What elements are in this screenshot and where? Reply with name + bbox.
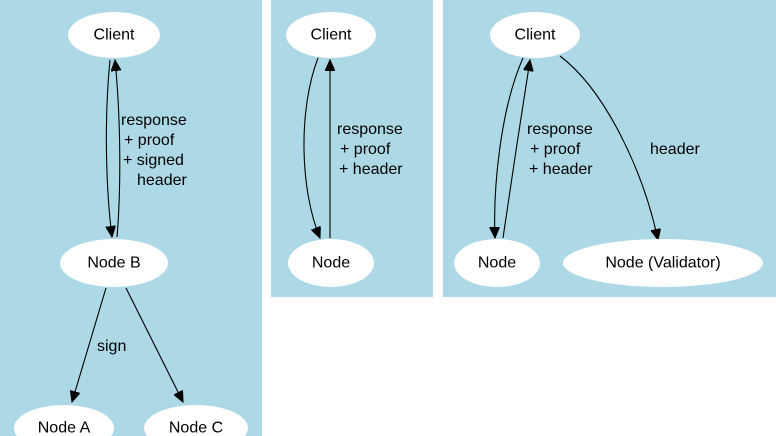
node-a-label: Node A: [38, 420, 91, 436]
node-client-shape: [286, 12, 376, 58]
node-client-shape: [68, 12, 160, 58]
panel-1-background: [0, 0, 262, 436]
node-shape: [454, 239, 540, 287]
edge-label-signed: + signed: [123, 152, 184, 169]
panel-2: Client Node response + proof + header: [271, 0, 433, 297]
node-b: Node B: [60, 239, 168, 287]
node-b-shape: [60, 239, 168, 287]
node: Node: [454, 239, 540, 287]
edge-label-proof: + proof: [124, 132, 175, 149]
panel-1: Client Node B Node A Node C response + p…: [0, 0, 262, 436]
edge-client-to-node-b: [106, 59, 112, 237]
edge-client-to-node: [495, 57, 524, 238]
node-c-label: Node C: [169, 420, 223, 436]
edge-node-to-client: [502, 60, 530, 239]
node-client: Client: [490, 12, 580, 58]
node-a-shape: [14, 405, 114, 436]
node-client: Client: [286, 12, 376, 58]
node-validator: Node (Validator): [563, 239, 763, 287]
edge-label-header: + header: [529, 161, 593, 178]
node-c: Node C: [144, 405, 248, 436]
edge-label-header: + header: [339, 161, 403, 178]
node-client-shape: [490, 12, 580, 58]
edge-label-response: response: [527, 121, 593, 138]
edge-node-b-to-node-c: [125, 287, 183, 402]
node-shape: [288, 239, 374, 287]
edge-label-proof: + proof: [530, 141, 581, 158]
edge-label-response: response: [337, 121, 403, 138]
edge-client-to-node: [303, 57, 320, 238]
node-client: Client: [68, 12, 160, 58]
panel-3: Client Node Node (Validator) response + …: [443, 0, 776, 297]
node-a: Node A: [14, 405, 114, 436]
node-client-label: Client: [311, 27, 352, 44]
edge-node-b-to-node-a: [72, 287, 107, 402]
node-validator-label: Node (Validator): [605, 255, 720, 272]
edge-label-header: header: [137, 172, 187, 189]
node-client-label: Client: [515, 27, 556, 44]
node-label: Node: [312, 255, 350, 272]
edge-node-b-to-client: [115, 60, 120, 238]
node: Node: [288, 239, 374, 287]
node-c-shape: [144, 405, 248, 436]
node-label: Node: [478, 255, 516, 272]
node-b-label: Node B: [87, 255, 140, 272]
edge-label-header-validator: header: [650, 141, 700, 158]
edge-label-response: response: [121, 112, 187, 129]
edge-client-to-validator: [559, 55, 658, 240]
edge-label-proof: + proof: [340, 141, 391, 158]
edge-label-sign: sign: [97, 338, 126, 355]
node-client-label: Client: [94, 27, 135, 44]
node-validator-shape: [563, 239, 763, 287]
